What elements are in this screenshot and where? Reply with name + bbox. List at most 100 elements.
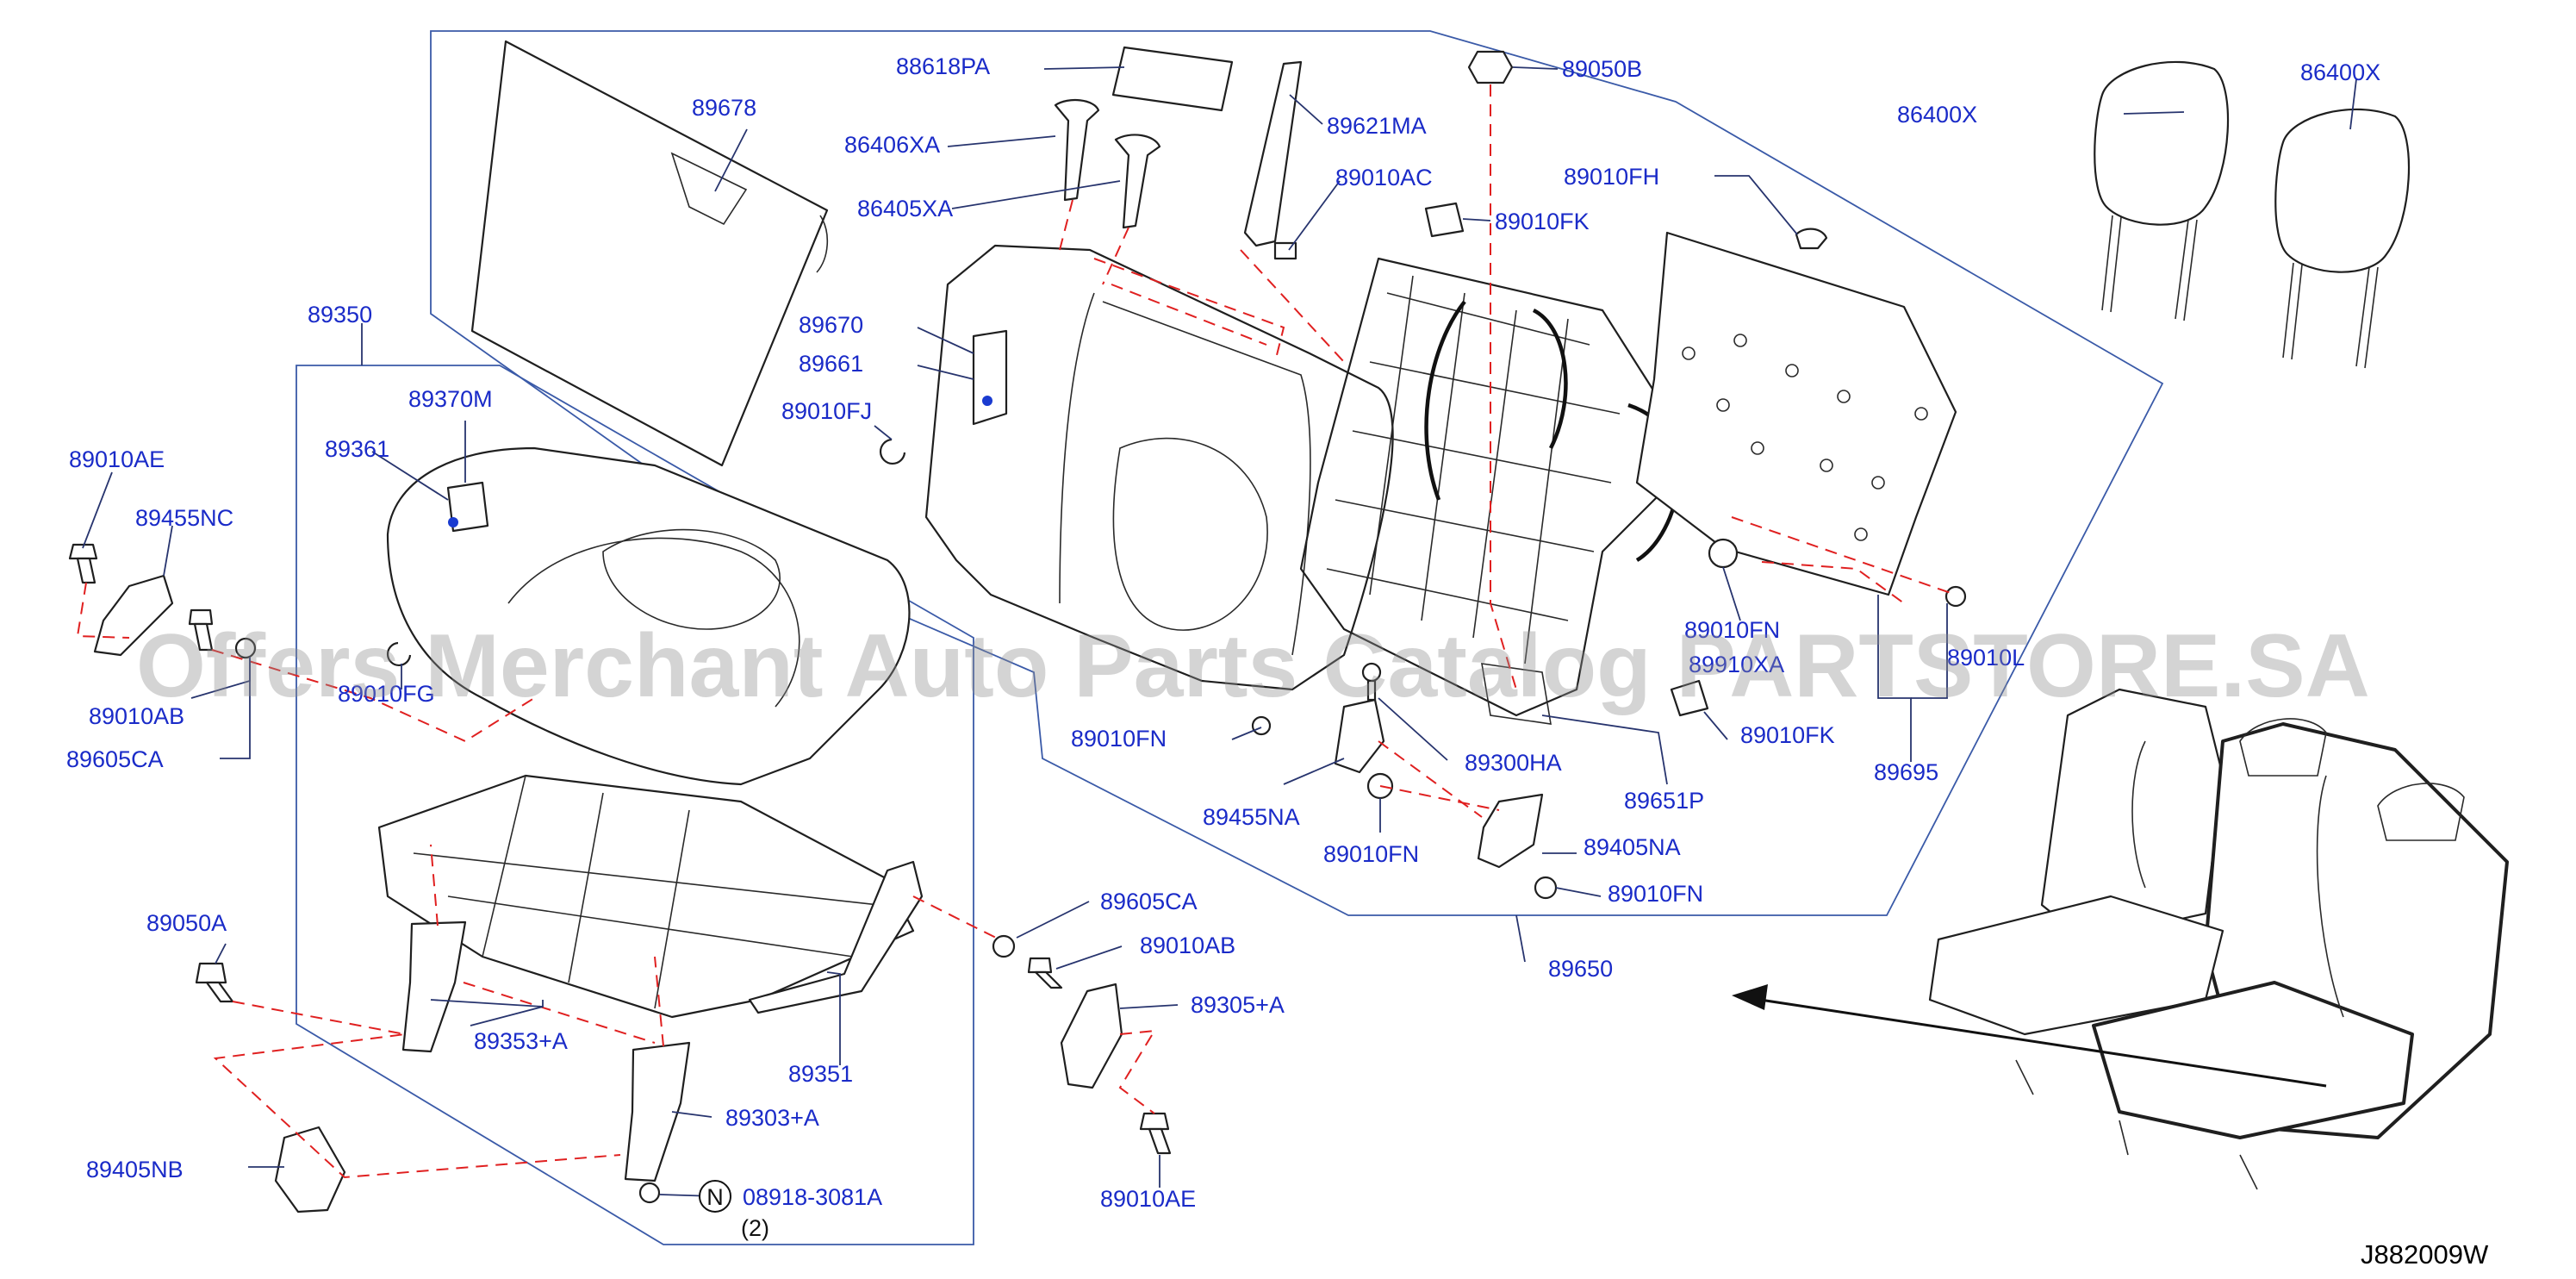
label-89678: 89678	[692, 95, 756, 121]
label-08918-3081A: 08918-3081A	[743, 1184, 882, 1210]
label-89300HA: 89300HA	[1465, 750, 1562, 776]
n-symbol-letter: N	[706, 1184, 724, 1210]
label-89651P: 89651P	[1624, 788, 1704, 814]
hinge-89303A	[624, 1041, 691, 1182]
seat-cushion-seam	[507, 537, 800, 708]
label-quantity: (2)	[741, 1215, 769, 1241]
label-89010AC: 89010AC	[1335, 165, 1433, 190]
label-89010FH: 89010FH	[1564, 164, 1659, 190]
seat-cushion-89361	[386, 446, 911, 786]
label-89605CA-left: 89605CA	[66, 746, 164, 772]
label-86406XA: 86406XA	[844, 132, 940, 158]
cushion-frame-rail	[748, 860, 924, 1014]
label-89910XA: 89910XA	[1689, 652, 1784, 677]
label-89010FN-back: 89010FN	[1684, 617, 1780, 643]
label-89351: 89351	[788, 1061, 853, 1087]
label-89405NA: 89405NA	[1584, 834, 1681, 860]
clip-89010FK-top	[1424, 202, 1465, 238]
label-89010FJ: 89010FJ	[781, 398, 872, 424]
label-89670: 89670	[799, 312, 863, 338]
clip-89010FK-low	[1670, 679, 1709, 717]
seatback-cover-seam-left	[1059, 292, 1095, 604]
view-arrow-head	[1732, 984, 1768, 1010]
frame-bracket-89651P	[1481, 663, 1552, 725]
watermark-text: Offers Merchant Auto Parts Catalog PARTS…	[136, 616, 2370, 716]
label-89350: 89350	[308, 302, 372, 328]
cushion-group-boundary	[296, 365, 974, 1245]
strap-89621MA	[1243, 60, 1303, 247]
assembled-seat-view	[1928, 688, 2509, 1190]
bracket-89305A	[1060, 983, 1123, 1089]
label-89650: 89650	[1548, 956, 1613, 982]
label-89010FK-low: 89010FK	[1740, 722, 1835, 748]
cover-89405NB	[274, 1126, 346, 1213]
label-89455NC: 89455NC	[135, 505, 233, 531]
label-89010FK-top: 89010FK	[1495, 209, 1590, 234]
label-89010AE-bot: 89010AE	[1100, 1186, 1196, 1212]
label-89605CA-mid: 89605CA	[1100, 889, 1198, 914]
cushion-tag-89370M	[446, 481, 489, 533]
label-86405XA: 86405XA	[857, 196, 953, 221]
label-89010AB-mid: 89010AB	[1140, 933, 1235, 958]
seatback-frame-89650	[1299, 257, 1673, 717]
bolt-89010AB-left	[188, 608, 214, 652]
seatback-side-pad-89661	[972, 329, 1008, 426]
label-89010FN-mid: 89010FN	[1071, 726, 1167, 752]
headrest-guide-86406XA	[1054, 98, 1100, 202]
label-89010L: 89010L	[1947, 645, 2025, 671]
clip-89010FN-mid	[1251, 715, 1272, 736]
diagram-code: J882009W	[2361, 1239, 2489, 1270]
frame-bars-2	[1369, 275, 1569, 664]
ring-89010FG	[387, 641, 412, 666]
cover-89455NA	[1334, 698, 1385, 774]
label-89361: 89361	[325, 436, 389, 462]
label-89305A: 89305+A	[1191, 992, 1285, 1018]
bolt-89010AB-mid	[1027, 957, 1063, 989]
ring-89010FJ	[879, 438, 906, 465]
label-89695: 89695	[1874, 759, 1938, 785]
headrest-guide-86405XA	[1114, 134, 1161, 229]
view-arrow-line	[1748, 996, 2327, 1088]
label-89010FG: 89010FG	[338, 681, 435, 707]
cover-89405NA	[1477, 793, 1544, 869]
back-board-holes	[1682, 334, 1928, 541]
label-89661: 89661	[799, 351, 863, 377]
leader-lines	[82, 66, 2357, 1197]
cushion-tag-marker	[448, 517, 458, 527]
label-89455NA: 89455NA	[1203, 804, 1300, 830]
bolt-89050A	[195, 962, 234, 1003]
clip-89010FN-back	[1708, 538, 1739, 569]
seatback-board-edge	[816, 215, 829, 273]
label-89010FN-right: 89010FN	[1608, 881, 1703, 907]
label-89010FN-low: 89010FN	[1323, 841, 1419, 867]
label-89621MA: 89621MA	[1327, 113, 1427, 139]
bolt-89010AE-top	[68, 543, 98, 584]
clip-89010FH	[1795, 228, 1828, 250]
frame-bars-1	[1326, 292, 1621, 621]
label-89050B: 89050B	[1562, 56, 1642, 82]
label-88618PA	[1111, 46, 1234, 112]
label-89370M: 89370M	[408, 386, 493, 412]
label-89050A: 89050A	[146, 910, 227, 936]
label-89353A: 89353+A	[474, 1028, 568, 1054]
label-86400X-a: 86400X	[1897, 102, 1977, 128]
label-89010AB-left: 89010AB	[89, 703, 184, 729]
hinge-89353A	[401, 920, 467, 1053]
back-board-89695	[1635, 231, 1957, 596]
n-symbol-circle	[699, 1180, 731, 1213]
nut-89050B	[1467, 50, 1514, 84]
bolt-89010AE-bot	[1139, 1112, 1172, 1155]
label-89303A: 89303+A	[725, 1105, 819, 1131]
nut-08918-3081A	[638, 1182, 661, 1204]
clip-89010L	[1944, 585, 1967, 608]
seatback-cover-panel	[1112, 437, 1268, 631]
seatback-board-89678	[470, 40, 829, 467]
nut-89605CA-mid	[992, 934, 1016, 958]
clip-89010FN-right	[1534, 876, 1558, 900]
pin-89300HA	[1361, 662, 1382, 702]
assembly-dashed-lines	[76, 84, 1957, 1179]
cushion-frame-bars	[413, 775, 880, 1009]
headrest-86400X-a	[2094, 60, 2230, 321]
frame-wire-harness	[1424, 300, 1681, 562]
